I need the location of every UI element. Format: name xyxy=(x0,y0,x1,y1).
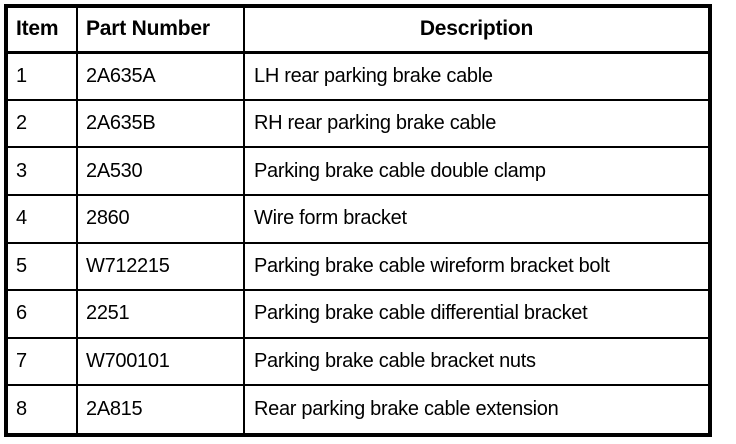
cell-item: 7 xyxy=(8,337,78,387)
cell-part-number: 2860 xyxy=(77,194,245,244)
cell-description: Parking brake cable double clamp xyxy=(244,147,708,196)
cell-description: LH rear parking brake cable xyxy=(244,52,708,101)
cell-description: Rear parking brake cable extension xyxy=(254,398,559,421)
cell-item: 3 xyxy=(8,147,78,196)
table-header: Item Part Number Description xyxy=(8,8,708,54)
column-header-part-number: Part Number xyxy=(77,8,245,54)
table-header-row: Item Part Number Description xyxy=(8,8,708,54)
cell-description: Parking brake cable bracket nuts xyxy=(244,337,708,387)
cell-description: Parking brake cable differential bracket xyxy=(244,290,708,339)
cell-description: RH rear parking brake cable xyxy=(244,99,708,149)
cell-part-number: 2A815 xyxy=(77,385,245,433)
column-header-description: Description xyxy=(244,8,708,54)
cell-item: 8 xyxy=(8,385,78,433)
cell-item: 6 xyxy=(8,290,78,339)
cell-part-number: 2251 xyxy=(77,290,245,339)
cell-part-number: 2A635A xyxy=(77,52,245,101)
cell-part-number: 2A635B xyxy=(77,99,245,149)
column-header-item: Item xyxy=(8,8,78,54)
cell-item: 1 xyxy=(8,52,78,101)
cell-item: 2 xyxy=(8,99,78,149)
cell-part-number: W712215 xyxy=(77,242,245,292)
cell-description: Parking brake cable wireform bracket bol… xyxy=(244,242,708,292)
cell-item: 5 xyxy=(8,242,78,292)
cell-part-number: W700101 xyxy=(77,337,245,387)
cell-part-number: 2A530 xyxy=(77,147,245,196)
cell-item: 4 xyxy=(8,194,78,244)
cell-description: Wire form bracket xyxy=(244,194,708,244)
